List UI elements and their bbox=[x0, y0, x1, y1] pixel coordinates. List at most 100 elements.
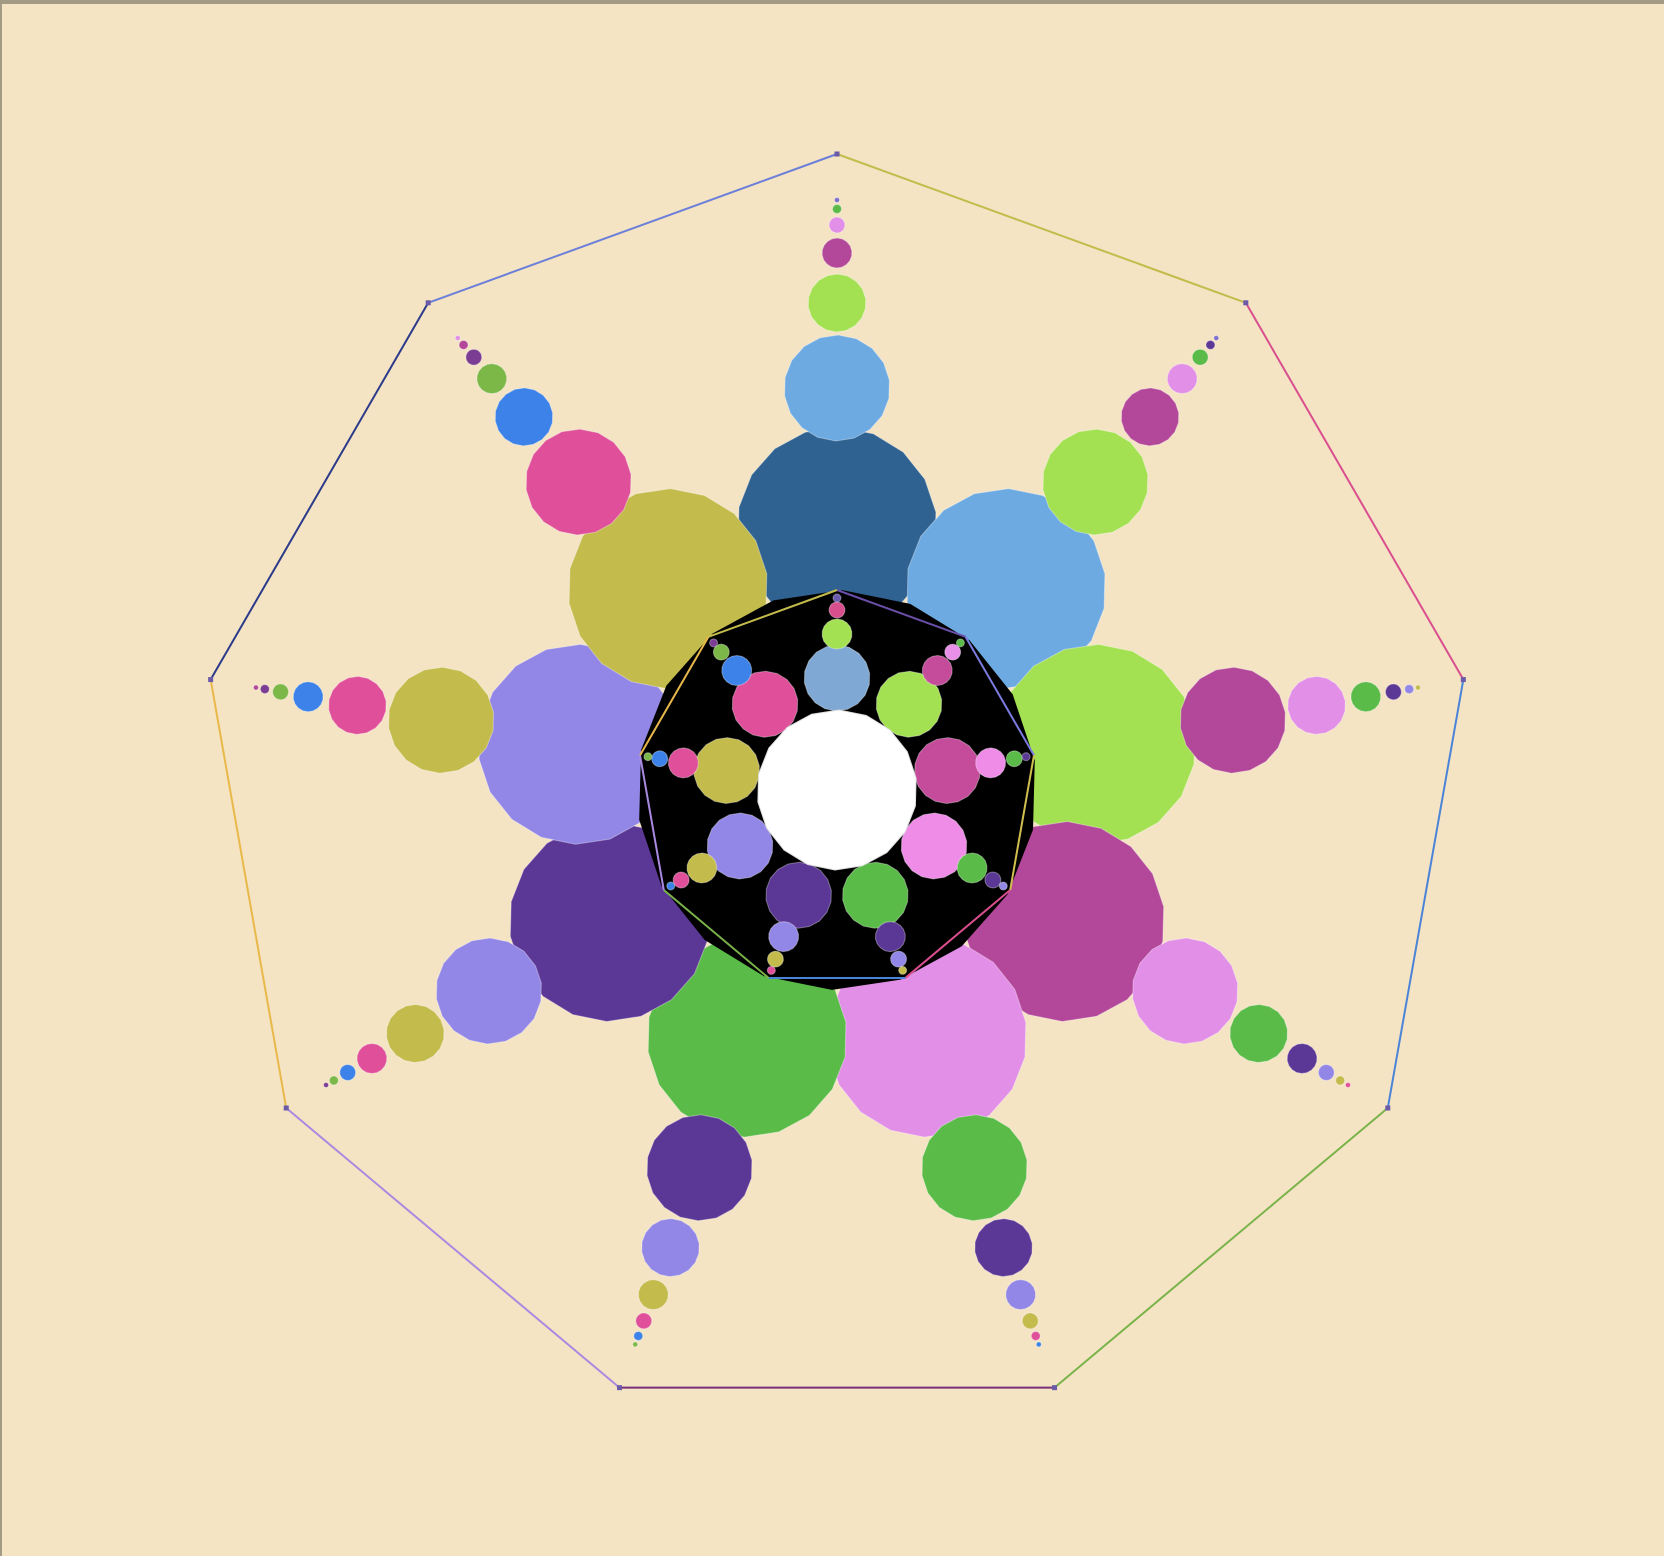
outer-spoke-circle bbox=[1213, 334, 1220, 342]
inner-spoke-circle bbox=[890, 950, 908, 968]
inner-spoke-circle bbox=[832, 593, 842, 603]
outer-spoke-circle bbox=[821, 237, 853, 269]
outer-spoke-circle bbox=[1021, 1312, 1039, 1330]
inner-spoke-circle bbox=[975, 747, 1007, 779]
inner-polygon-edge bbox=[904, 889, 1011, 979]
vertex-marker bbox=[1385, 1105, 1391, 1111]
inner-spoke-circle bbox=[766, 965, 776, 975]
outer-spoke-circle bbox=[1205, 339, 1216, 350]
outer-spoke-circle bbox=[1335, 1075, 1346, 1086]
inner-spoke-circle bbox=[998, 881, 1008, 891]
outer-spoke-circle bbox=[1179, 666, 1286, 774]
outer-spoke-circle bbox=[1287, 675, 1346, 735]
vertex-marker bbox=[208, 677, 214, 683]
inner-spoke-circle bbox=[956, 638, 965, 648]
outer-spoke-circle bbox=[356, 1042, 388, 1075]
vertex-marker bbox=[616, 1385, 622, 1391]
inner-spoke-circle bbox=[731, 670, 799, 738]
inner-spoke-circle bbox=[672, 871, 690, 889]
outer-spoke-circle bbox=[272, 683, 290, 701]
inner-spoke-circle bbox=[709, 638, 718, 648]
outer-spoke-circle bbox=[454, 334, 461, 342]
inner-spoke-circle bbox=[651, 750, 669, 768]
outer-spoke-circle bbox=[1030, 1330, 1041, 1342]
outer-spoke-circle bbox=[1132, 937, 1239, 1045]
inner-spoke-circle bbox=[666, 881, 676, 891]
outer-spoke-circle bbox=[328, 1075, 339, 1086]
inner-polygon-edge bbox=[639, 636, 710, 756]
inner-polygon-edge bbox=[663, 889, 770, 979]
inner-spoke-circle bbox=[1005, 750, 1023, 768]
outer-spoke-circle bbox=[635, 1312, 653, 1330]
outer-spoke-circle bbox=[1005, 1279, 1037, 1311]
outer-spoke-circle bbox=[328, 675, 387, 735]
outer-spoke-circle bbox=[632, 1341, 639, 1348]
inner-spoke-circle bbox=[693, 737, 760, 805]
outer-polygon-edge bbox=[1386, 679, 1465, 1109]
outer-polygon-edge bbox=[209, 302, 430, 681]
inner-spoke-circle bbox=[803, 644, 871, 712]
outer-spoke-circle bbox=[339, 1063, 357, 1082]
outer-spoke-circle bbox=[1166, 363, 1198, 395]
outer-spoke-circle bbox=[807, 273, 867, 333]
inner-spoke-circle bbox=[765, 861, 832, 929]
outer-polygon-edge bbox=[427, 153, 838, 304]
outer-polygon-edge bbox=[836, 153, 1247, 304]
outer-spoke-circle bbox=[1120, 387, 1180, 447]
vertex-marker bbox=[283, 1105, 289, 1111]
outer-spoke-circle bbox=[259, 684, 270, 695]
outer-spoke-circle bbox=[633, 1330, 644, 1342]
outer-spoke-circle bbox=[435, 937, 542, 1045]
inner-spoke-circle bbox=[667, 747, 699, 779]
inner-spoke-circle bbox=[944, 643, 962, 661]
outer-spoke-circle bbox=[494, 387, 554, 447]
outer-spoke-circle bbox=[292, 681, 324, 713]
outer-spoke-circle bbox=[253, 684, 259, 691]
inner-spoke-circle bbox=[706, 812, 774, 880]
vertex-marker bbox=[1460, 677, 1466, 683]
inner-spoke-circle bbox=[768, 921, 800, 953]
outer-spoke-circle bbox=[1042, 428, 1149, 536]
circle-pattern-artwork bbox=[208, 151, 1466, 1391]
inner-spoke-circle bbox=[766, 950, 784, 968]
inner-spoke-circle bbox=[842, 861, 909, 929]
inner-spoke-circle bbox=[898, 965, 908, 975]
inner-spoke-circle bbox=[821, 618, 853, 650]
inner-spoke-circle bbox=[900, 812, 968, 880]
inner-spoke-circle bbox=[712, 643, 730, 661]
outer-polygon-edge bbox=[1244, 302, 1465, 681]
inner-spoke-circle bbox=[1021, 752, 1031, 762]
outer-polygon-edge bbox=[209, 679, 288, 1109]
outer-spoke-circle bbox=[974, 1218, 1033, 1278]
outer-spoke-circle bbox=[1404, 684, 1415, 695]
inner-polygon-edge bbox=[964, 636, 1035, 756]
outer-spoke-circle bbox=[1286, 1042, 1318, 1075]
outer-spoke-circle bbox=[641, 1218, 700, 1278]
inner-polygon-edge bbox=[639, 755, 665, 891]
inner-spoke-circle bbox=[921, 654, 953, 687]
outer-spoke-circle bbox=[1350, 681, 1382, 713]
outer-spoke-circle bbox=[834, 196, 840, 204]
inner-spoke-circle bbox=[828, 601, 846, 619]
inner-spoke-circle bbox=[686, 852, 718, 884]
outer-spoke-circle bbox=[637, 1279, 669, 1311]
outer-spoke-circle bbox=[386, 1003, 445, 1064]
inner-spoke-circle bbox=[984, 871, 1002, 889]
center-white-circle bbox=[757, 709, 917, 871]
inner-polygon-edge bbox=[836, 589, 966, 638]
vertex-marker bbox=[834, 151, 840, 157]
vertex-marker bbox=[1243, 300, 1249, 306]
vertex-marker bbox=[1052, 1385, 1058, 1391]
outer-spoke-circle bbox=[1415, 684, 1421, 691]
inner-polygon-edge bbox=[1009, 755, 1035, 891]
outer-polygon-edge bbox=[1053, 1107, 1389, 1389]
outer-spoke-circle bbox=[388, 666, 495, 774]
inner-spoke-circle bbox=[956, 852, 988, 884]
outer-spoke-circle bbox=[458, 339, 469, 350]
outer-spoke-circle bbox=[921, 1114, 1028, 1222]
outer-spoke-circle bbox=[1317, 1063, 1335, 1082]
outer-spoke-circle bbox=[1384, 683, 1402, 701]
outer-spoke-circle bbox=[1035, 1341, 1042, 1348]
vertex-marker bbox=[425, 300, 431, 306]
inner-spoke-circle bbox=[874, 921, 906, 953]
